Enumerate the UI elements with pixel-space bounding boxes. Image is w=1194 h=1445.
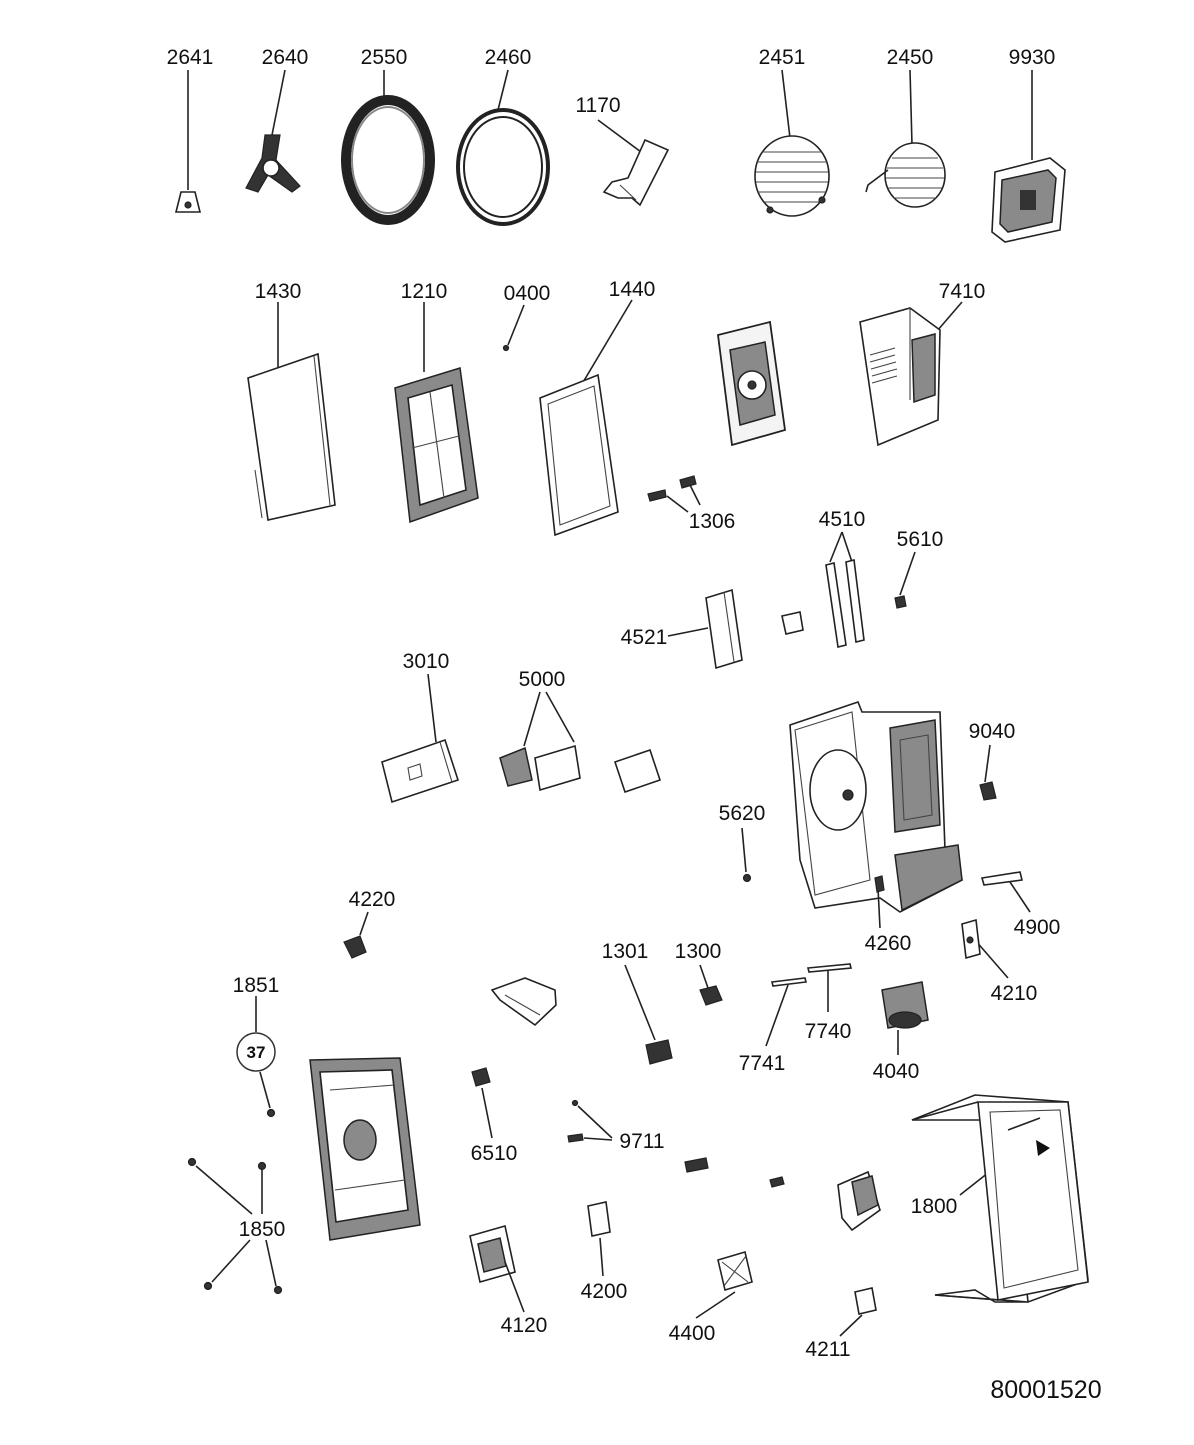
label-2460: 2460	[485, 46, 532, 69]
label-1850: 1850	[239, 1218, 286, 1241]
label-9040: 9040	[969, 720, 1016, 743]
label-2640: 2640	[262, 46, 309, 69]
door-panel	[309, 1057, 421, 1241]
label-1851: 1851	[233, 974, 280, 997]
label-1430: 1430	[255, 280, 302, 303]
label-5620: 5620	[719, 802, 766, 825]
label-7741: 7741	[739, 1052, 786, 1075]
label-2641: 2641	[167, 46, 214, 69]
motor-bracket	[837, 1170, 881, 1232]
label-7410: 7410	[939, 280, 986, 303]
part-1300	[699, 964, 723, 1006]
part-2450	[865, 69, 946, 208]
label-1210: 1210	[401, 280, 448, 303]
small-bracket	[781, 611, 804, 635]
part-1850	[187, 1157, 283, 1295]
part-1210	[394, 302, 479, 524]
part-1430	[247, 302, 336, 521]
part-4120	[469, 1224, 525, 1313]
part-0400	[502, 304, 525, 352]
part-5000	[499, 691, 581, 792]
label-7740: 7740	[805, 1020, 852, 1043]
oven-cavity	[789, 700, 963, 913]
label-4120: 4120	[501, 1314, 548, 1337]
label-4260: 4260	[865, 932, 912, 955]
label-4900: 4900	[1014, 916, 1061, 939]
label-4040: 4040	[873, 1060, 920, 1083]
small-clip-b	[769, 1176, 785, 1188]
part-2550	[341, 70, 435, 225]
part-5620	[741, 827, 752, 883]
label-1440: 1440	[609, 278, 656, 301]
part-4510	[825, 531, 865, 648]
label-1800: 1800	[911, 1195, 958, 1218]
part-2640	[245, 69, 301, 193]
part-4900	[980, 871, 1031, 913]
mounting-bracket	[490, 977, 557, 1027]
part-4200	[587, 1201, 611, 1277]
label-9930: 9930	[1009, 46, 1056, 69]
part-4211	[839, 1287, 877, 1337]
part-5610	[894, 551, 916, 609]
part-1800	[911, 1094, 1089, 1303]
label-4400: 4400	[669, 1322, 716, 1345]
document-number: 80001520	[990, 1376, 1101, 1404]
badge-text: 37	[247, 1043, 266, 1062]
part-9040	[979, 744, 997, 801]
badge-circle	[236, 1032, 276, 1072]
small-clip-a	[684, 1157, 709, 1173]
part-3010	[381, 673, 460, 804]
label-5000: 5000	[519, 668, 566, 691]
label-4220: 4220	[349, 888, 396, 911]
label-0400: 0400	[504, 282, 551, 305]
part-2460	[456, 69, 550, 226]
label-4210: 4210	[991, 982, 1038, 1005]
part-9930	[991, 70, 1066, 243]
label-2450: 2450	[887, 46, 934, 69]
part-4220	[343, 911, 369, 959]
part-1851: 37	[236, 996, 276, 1118]
label-4521: 4521	[621, 626, 668, 649]
label-1170: 1170	[575, 94, 620, 117]
part-2451	[754, 69, 830, 217]
label-2550: 2550	[361, 46, 408, 69]
part-2641	[174, 70, 202, 213]
control-board	[613, 748, 662, 794]
part-1306	[647, 475, 701, 513]
part-1301	[624, 964, 673, 1065]
label-9711: 9711	[619, 1130, 664, 1153]
part-6510	[471, 1067, 493, 1139]
part-4260	[874, 875, 885, 929]
part-4521	[667, 588, 743, 670]
part-7410	[859, 301, 963, 447]
label-1301: 1301	[602, 940, 649, 963]
label-1300: 1300	[675, 940, 722, 963]
part-4040	[881, 981, 929, 1055]
label-2451: 2451	[759, 46, 806, 69]
label-4211: 4211	[805, 1338, 850, 1361]
part-9711	[567, 1099, 613, 1143]
part-7740	[806, 963, 853, 1012]
part-1170	[597, 119, 670, 207]
label-1306: 1306	[689, 510, 736, 533]
part-4400	[695, 1250, 753, 1319]
label-4200: 4200	[581, 1280, 628, 1303]
part-1440	[539, 299, 633, 537]
label-5610: 5610	[897, 528, 944, 551]
part-4210	[961, 918, 1009, 979]
label-3010: 3010	[403, 650, 450, 673]
label-6510: 6510	[471, 1142, 518, 1165]
part-7741	[765, 977, 807, 1047]
label-4510: 4510	[819, 508, 866, 531]
inner-panel	[717, 320, 786, 447]
